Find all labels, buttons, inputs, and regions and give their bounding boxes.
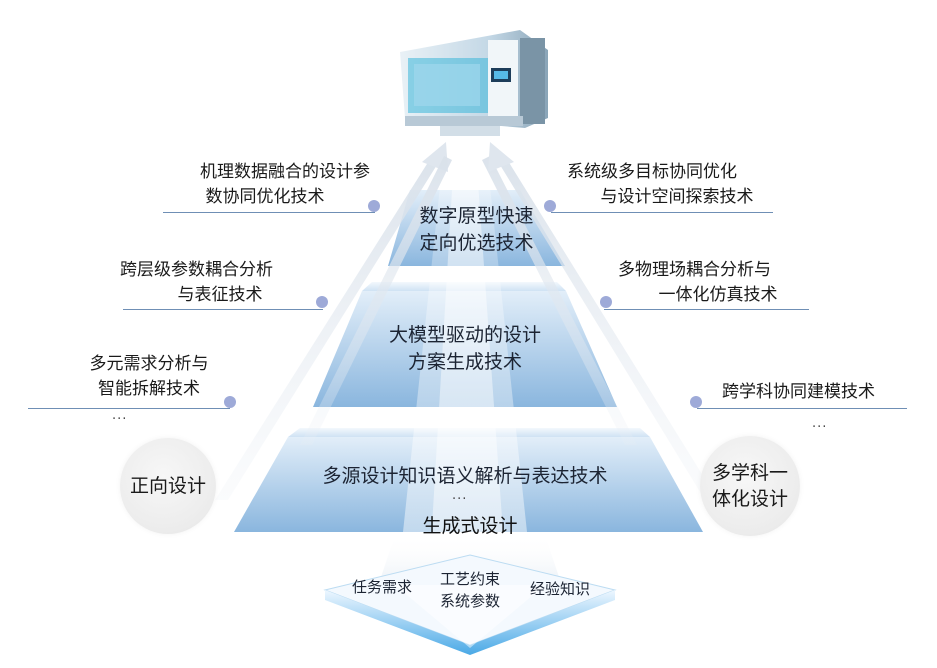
arrow-left-inner (300, 156, 452, 445)
right-circle-line-2: 体化设计 (711, 488, 788, 510)
right-label-1: 系统级多目标协同优化 与设计空间探索技术 (567, 160, 787, 210)
right-label-3-underline (697, 408, 907, 409)
left-label-1-line-2: 数协同优化技术 (205, 187, 325, 207)
tier-top-line-1: 数字原型快速 (419, 205, 534, 227)
right-circle-line-1: 多学科一 (711, 462, 788, 484)
tier-bottom-label: 多源设计知识语义解析与表达技术 (322, 465, 608, 487)
left-circle-label: 正向设计 (129, 475, 206, 497)
base-diamond (323, 554, 617, 655)
left-label-3-line-2: 智能拆解技术 (98, 379, 200, 399)
left-label-1-dot (368, 200, 380, 212)
tier-top-line-2: 定向优选技术 (419, 232, 534, 254)
right-label-2-underline (604, 309, 809, 310)
right-circle-label: 多学科一 体化设计 (712, 460, 788, 512)
right-label-2: 多物理场耦合分析与 一体化仿真技术 (618, 258, 818, 308)
left-label-1-underline (163, 212, 375, 213)
right-label-1-dot (544, 200, 556, 212)
right-label-3-dot (690, 396, 702, 408)
base-input-center-line-1: 工艺约束 (439, 570, 500, 588)
foundation-label: 生成式设计 (422, 515, 518, 537)
left-label-3-line-1: 多元需求分析与 (89, 354, 209, 374)
left-label-3: 多元需求分析与 智能拆解技术 (64, 352, 234, 402)
left-label-2-dot (316, 296, 328, 308)
arrow-right-outer (488, 142, 718, 500)
right-label-1-line-2: 与设计空间探索技术 (600, 187, 754, 207)
base-input-center: 工艺约束 系统参数 (425, 568, 515, 612)
left-label-1: 机理数据融合的设计参 数协同优化技术 (160, 160, 370, 210)
right-label-1-underline (551, 212, 773, 213)
tier-bottom-ellipsis: ... (452, 488, 468, 503)
left-label-2: 跨层级参数耦合分析 与表征技术 (120, 258, 320, 308)
right-label-3-line-1: 跨学科协同建模技术 (722, 382, 875, 402)
right-circle-multidisciplinary-design: 多学科一 体化设计 (700, 436, 800, 536)
left-label-2-line-2: 与表征技术 (177, 285, 263, 305)
base-input-right: 经验知识 (529, 580, 590, 598)
right-ellipsis: ... (812, 416, 828, 431)
right-label-2-line-1: 多物理场耦合分析与 (618, 260, 771, 280)
left-label-3-underline (28, 408, 230, 409)
base-input-left: 任务需求 (351, 578, 412, 596)
tier-middle-label: 大模型驱动的设计 方案生成技术 (313, 322, 617, 376)
arrow-right-inner (482, 156, 637, 445)
right-label-2-dot (600, 296, 612, 308)
left-label-3-dot (224, 396, 236, 408)
machine-image (400, 30, 548, 136)
left-circle-forward-design: 正向设计 (120, 438, 216, 534)
left-label-2-underline (123, 309, 323, 310)
base-input-center-line-2: 系统参数 (439, 592, 500, 610)
left-ellipsis: ... (112, 408, 128, 423)
tier-middle-line-1: 大模型驱动的设计 (388, 324, 541, 346)
tier-middle-line-2: 方案生成技术 (407, 351, 522, 373)
right-label-2-line-2: 一体化仿真技术 (658, 285, 778, 305)
tier-top-label: 数字原型快速 定向优选技术 (388, 203, 565, 257)
left-label-2-line-1: 跨层级参数耦合分析 (120, 260, 273, 280)
right-label-3: 跨学科协同建模技术 (722, 380, 922, 405)
right-label-1-line-1: 系统级多目标协同优化 (567, 162, 737, 182)
left-label-1-line-1: 机理数据融合的设计参 (200, 162, 370, 182)
